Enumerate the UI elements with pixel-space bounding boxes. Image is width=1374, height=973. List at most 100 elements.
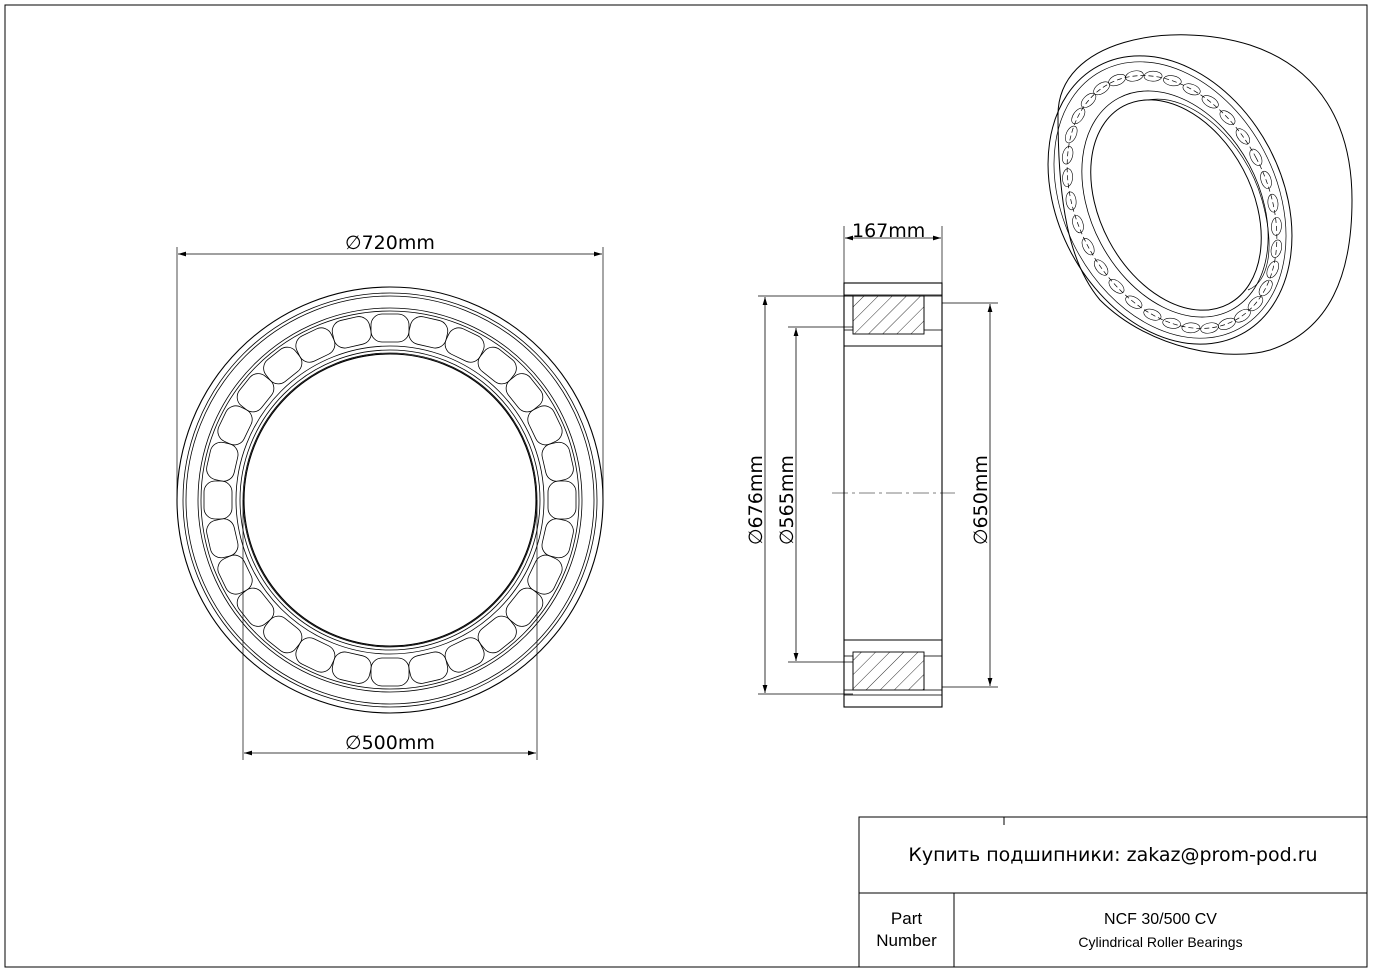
inner-ring-bore bbox=[243, 353, 537, 647]
roller bbox=[331, 651, 372, 684]
part-label-line2: Number bbox=[876, 931, 937, 950]
roller bbox=[505, 587, 544, 627]
dim-500-label: ∅500mm bbox=[345, 732, 435, 754]
isometric-view bbox=[1047, 34, 1353, 355]
iso-roller bbox=[1163, 75, 1182, 87]
iso-inner-face bbox=[1081, 90, 1269, 318]
outer-ring-edge-3 bbox=[185, 295, 595, 705]
section-view: 167mm ∅676mm ∅565mm ∅650mm bbox=[745, 220, 998, 708]
outer-raceway-2 bbox=[200, 310, 580, 690]
dim-565-label: ∅565mm bbox=[776, 455, 798, 545]
sheet-border bbox=[4, 4, 1368, 968]
iso-roller bbox=[1072, 215, 1084, 234]
roller bbox=[527, 405, 563, 446]
iso-roller bbox=[1093, 259, 1109, 276]
part-description: Cylindrical Roller Bearings bbox=[1078, 934, 1243, 950]
roller-set bbox=[203, 313, 577, 687]
iso-roller bbox=[1108, 74, 1126, 87]
part-number-label: Part Number bbox=[860, 894, 953, 966]
contact-text: Купить подшипники: zakaz@prom-pod.ru bbox=[908, 844, 1318, 866]
roller bbox=[217, 405, 253, 446]
roller bbox=[236, 587, 275, 627]
roller bbox=[206, 441, 239, 482]
iso-outer-back bbox=[1057, 34, 1353, 355]
iso-bore-depth bbox=[1147, 98, 1270, 291]
roller bbox=[263, 346, 303, 385]
roller bbox=[444, 637, 485, 673]
roller bbox=[206, 518, 239, 559]
outer-ring-edge-2 bbox=[182, 292, 598, 708]
roller bbox=[408, 316, 449, 349]
iso-roller bbox=[1108, 279, 1125, 294]
roller bbox=[370, 657, 410, 687]
roller bbox=[236, 373, 275, 413]
section-outline bbox=[843, 282, 943, 708]
part-number-value-cell: NCF 30/500 CV Cylindrical Roller Bearing… bbox=[955, 894, 1366, 966]
roller-bottom-left-lip bbox=[843, 655, 854, 691]
iso-roller bbox=[1267, 193, 1279, 213]
roller bbox=[541, 441, 574, 482]
iso-roller bbox=[1235, 128, 1251, 145]
inner-ring-edge bbox=[239, 349, 541, 651]
roller bbox=[295, 327, 336, 363]
iso-outer-face-2 bbox=[1053, 61, 1287, 339]
part-label-line1: Part bbox=[890, 909, 923, 928]
outer-ring-section-top bbox=[843, 282, 943, 296]
iso-roller bbox=[1125, 70, 1144, 82]
roller bbox=[370, 313, 410, 343]
front-view: ∅720mm ∅500mm bbox=[176, 232, 604, 760]
iso-roller bbox=[1270, 239, 1283, 258]
iso-roller bbox=[1218, 317, 1236, 330]
dim-167-label: 167mm bbox=[852, 220, 925, 242]
dim-720-label: ∅720mm bbox=[345, 232, 435, 254]
roller-section-top-hatched bbox=[852, 295, 925, 335]
iso-roller bbox=[1219, 110, 1236, 125]
title-block-frame bbox=[858, 816, 1368, 968]
iso-roller bbox=[1081, 238, 1095, 256]
iso-roller bbox=[1260, 170, 1272, 189]
outer-ring-outer-edge bbox=[176, 286, 604, 714]
roller bbox=[477, 615, 517, 654]
iso-roller bbox=[1143, 70, 1163, 82]
roller bbox=[331, 316, 372, 349]
outer-ring-section-bottom bbox=[843, 694, 943, 708]
roller bbox=[295, 637, 336, 673]
inner-ring-raceway bbox=[235, 345, 545, 655]
iso-bore bbox=[1090, 99, 1262, 311]
iso-roller bbox=[1071, 107, 1086, 125]
iso-roller bbox=[1162, 317, 1181, 329]
outer-ring-raceway bbox=[197, 307, 583, 693]
part-number-value: NCF 30/500 CV bbox=[1104, 911, 1217, 928]
iso-roller bbox=[1182, 83, 1201, 96]
iso-roller bbox=[1093, 81, 1110, 96]
iso-roller bbox=[1201, 95, 1219, 109]
roller bbox=[541, 518, 574, 559]
roller bbox=[444, 327, 485, 363]
dim-650-label: ∅650mm bbox=[970, 455, 992, 545]
iso-roller bbox=[1143, 308, 1162, 321]
iso-roller bbox=[1249, 148, 1263, 166]
roller-top-right-lip bbox=[923, 295, 943, 331]
roller bbox=[263, 615, 303, 654]
roller bbox=[203, 480, 233, 520]
iso-roller bbox=[1181, 322, 1201, 334]
roller bbox=[477, 346, 517, 385]
iso-roller bbox=[1271, 217, 1282, 236]
roller bbox=[547, 480, 577, 520]
iso-roller bbox=[1258, 279, 1273, 297]
dim-676-label: ∅676mm bbox=[745, 455, 767, 545]
roller-top-left-lip bbox=[843, 295, 854, 331]
iso-roller bbox=[1125, 295, 1143, 309]
iso-roller bbox=[1234, 308, 1251, 323]
roller bbox=[505, 373, 544, 413]
iso-roller bbox=[1061, 146, 1074, 165]
iso-outer-face bbox=[1047, 55, 1293, 345]
iso-roller bbox=[1062, 168, 1073, 187]
iso-roller bbox=[1266, 260, 1279, 279]
iso-roller bbox=[1200, 322, 1219, 334]
roller-section-bottom-hatched bbox=[852, 651, 925, 691]
roller bbox=[408, 651, 449, 684]
iso-roller bbox=[1065, 191, 1077, 211]
iso-roller-ring bbox=[1066, 75, 1278, 329]
